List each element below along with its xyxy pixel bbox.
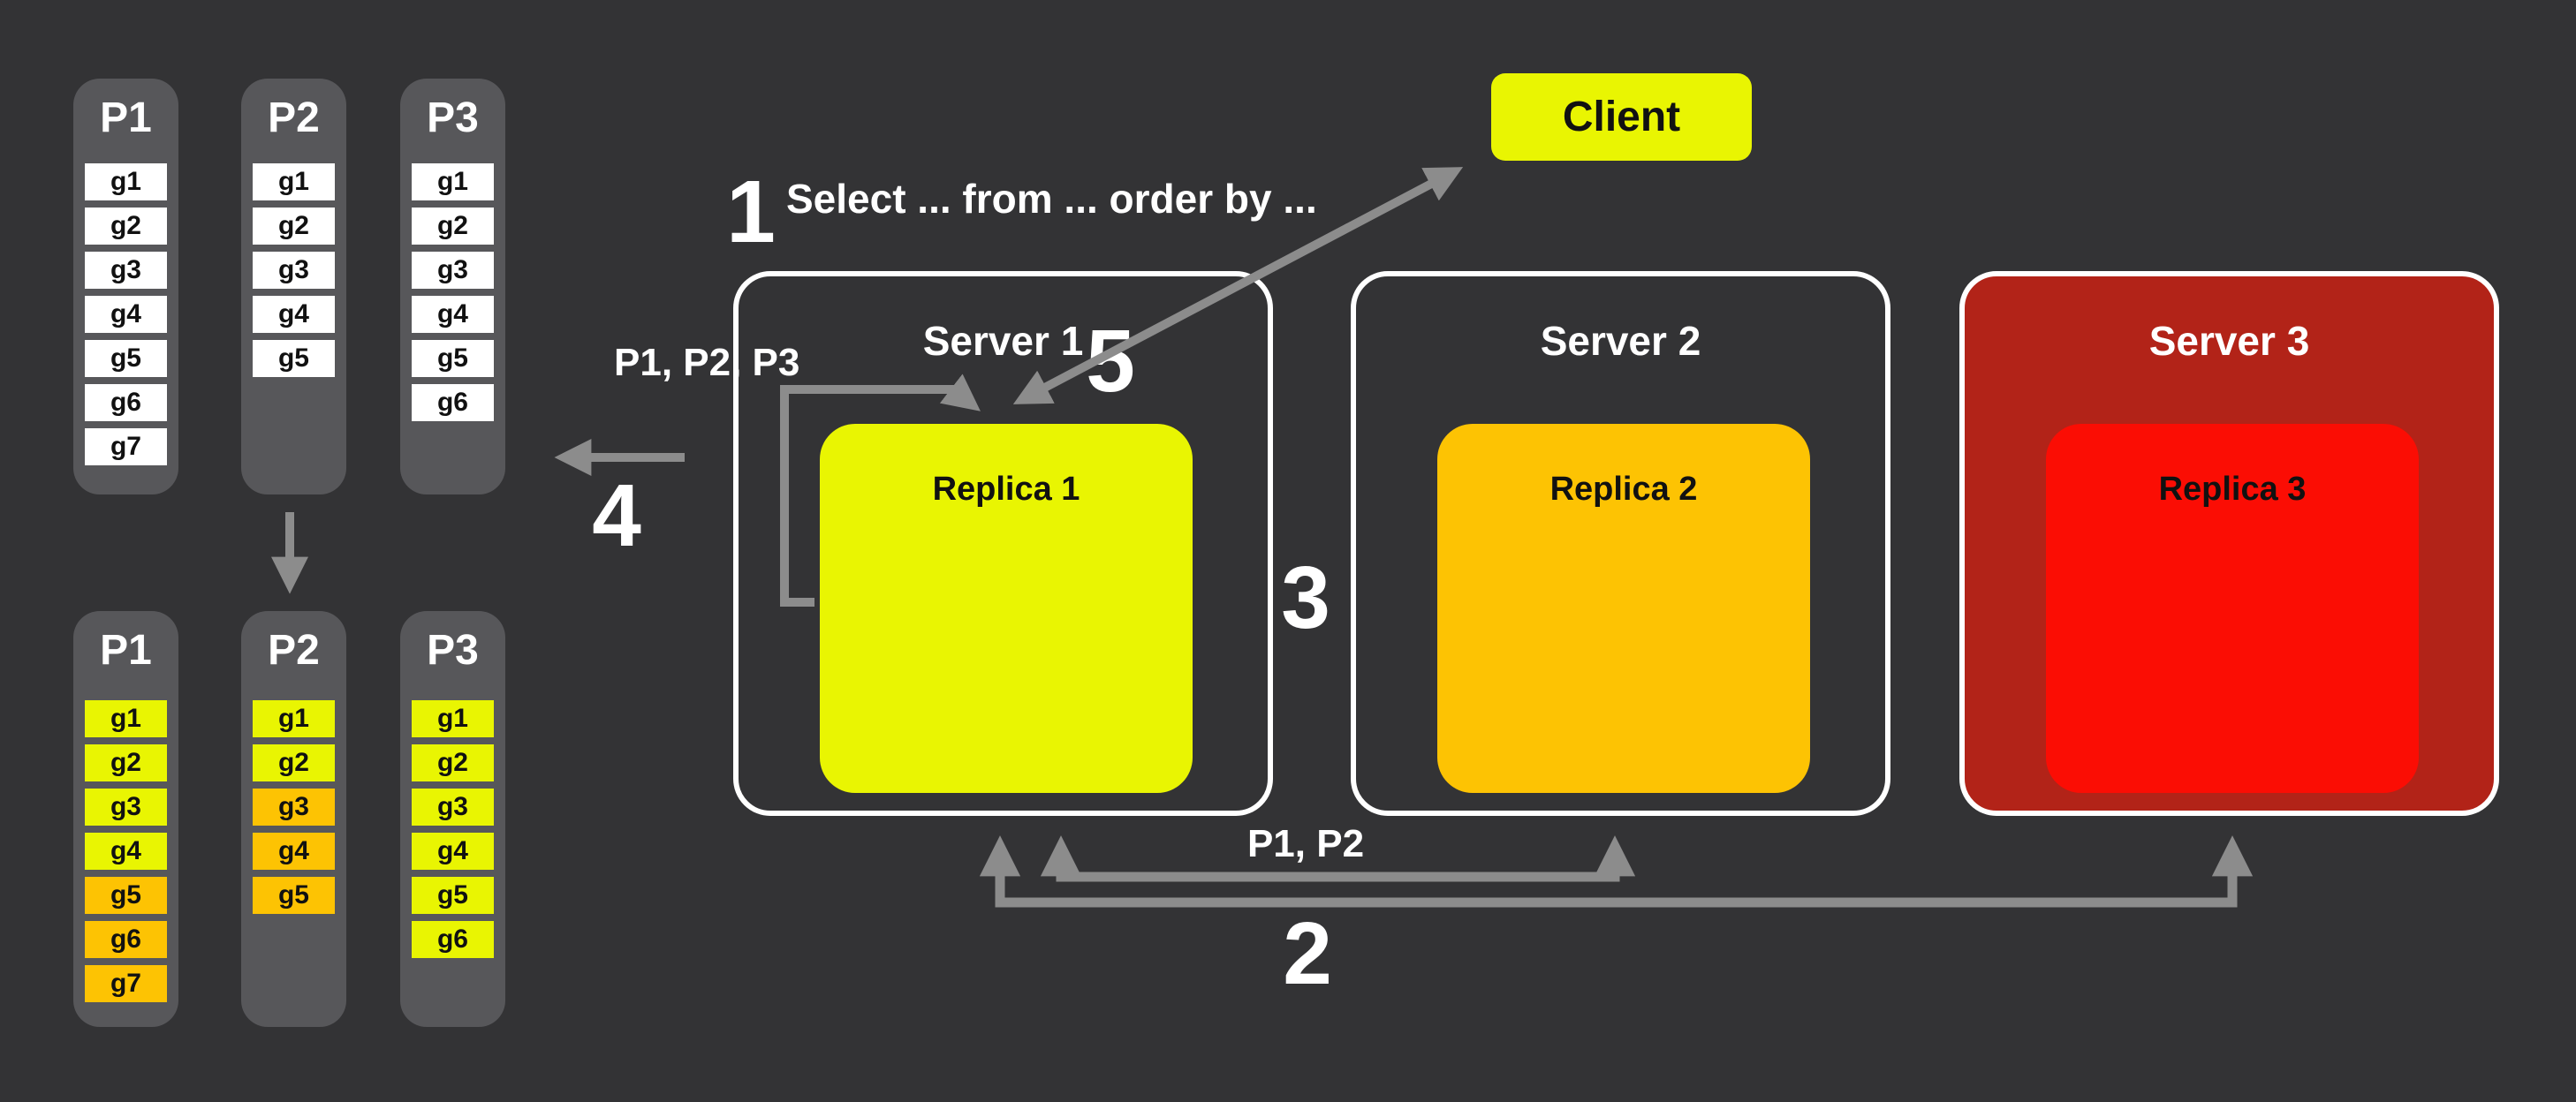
group-box: g6 bbox=[412, 921, 494, 958]
group-box: g1 bbox=[253, 700, 335, 737]
group-box: g3 bbox=[412, 789, 494, 826]
group-box: g2 bbox=[85, 208, 167, 245]
group-box: g5 bbox=[253, 877, 335, 914]
replica-label: Replica 3 bbox=[2158, 471, 2307, 508]
group-box: g3 bbox=[85, 252, 167, 289]
step-4-number: 4 bbox=[592, 466, 641, 565]
group-box: g1 bbox=[412, 163, 494, 200]
partition-label: P3 bbox=[427, 627, 479, 674]
group-box: g3 bbox=[253, 789, 335, 826]
client-box: Client bbox=[1491, 73, 1752, 161]
step-5-number: 5 bbox=[1086, 312, 1135, 411]
group-box: g3 bbox=[412, 252, 494, 289]
group-box: g3 bbox=[253, 252, 335, 289]
partition-panel-after-p1: P1 g1 g2 g3 g4 g5 g6 g7 bbox=[73, 611, 178, 1027]
step-3-number: 3 bbox=[1281, 548, 1330, 647]
group-box: g5 bbox=[85, 340, 167, 377]
replica-3-box: Replica 3 bbox=[2046, 424, 2419, 793]
step2-scatter-arrow-outer bbox=[979, 835, 2254, 908]
server-label: Server 1 bbox=[922, 318, 1084, 364]
group-box: g7 bbox=[85, 428, 167, 465]
server-1-box: Server 1 Replica 1 bbox=[733, 271, 1273, 816]
group-box: g4 bbox=[253, 833, 335, 870]
partition-label: P2 bbox=[268, 94, 320, 141]
group-box: g2 bbox=[85, 744, 167, 781]
partition-label: P1 bbox=[100, 627, 152, 674]
server-label: Server 2 bbox=[1540, 318, 1701, 364]
group-box: g3 bbox=[85, 789, 167, 826]
group-box: g2 bbox=[253, 208, 335, 245]
query-text: Select ... from ... order by ... bbox=[786, 176, 1317, 222]
partition-panel-after-p2: P2 g1 g2 g3 g4 g5 bbox=[241, 611, 346, 1027]
forward-partitions-label: P1, P2 bbox=[1246, 822, 1365, 865]
step-1-number: 1 bbox=[726, 162, 776, 261]
replica-2-box: Replica 2 bbox=[1437, 424, 1810, 793]
group-box: g1 bbox=[85, 163, 167, 200]
group-box: g1 bbox=[412, 700, 494, 737]
group-box: g4 bbox=[253, 296, 335, 333]
step-2-number: 2 bbox=[1283, 904, 1332, 1003]
group-box: g4 bbox=[85, 833, 167, 870]
replica-label: Replica 2 bbox=[1549, 471, 1698, 508]
group-box: g2 bbox=[253, 744, 335, 781]
group-box: g1 bbox=[253, 163, 335, 200]
partition-label: P3 bbox=[427, 94, 479, 141]
partition-panel-before-p3: P3 g1 g2 g3 g4 g5 g6 bbox=[400, 79, 505, 494]
group-box: g6 bbox=[85, 384, 167, 421]
partition-panel-before-p2: P2 g1 g2 g3 g4 g5 bbox=[241, 79, 346, 494]
group-box: g5 bbox=[412, 877, 494, 914]
client-label: Client bbox=[1562, 94, 1681, 140]
group-box: g2 bbox=[412, 208, 494, 245]
group-box: g4 bbox=[412, 296, 494, 333]
replica-1-box: Replica 1 bbox=[820, 424, 1193, 793]
server-3-box: Server 3 Replica 3 bbox=[1959, 271, 2499, 816]
group-box: g1 bbox=[85, 700, 167, 737]
partition-label: P2 bbox=[268, 627, 320, 674]
group-box: g6 bbox=[412, 384, 494, 421]
server-label: Server 3 bbox=[2148, 318, 2310, 364]
group-box: g6 bbox=[85, 921, 167, 958]
group-box: g4 bbox=[85, 296, 167, 333]
partition-panel-before-p1: P1 g1 g2 g3 g4 g5 g6 g7 bbox=[73, 79, 178, 494]
replica-label: Replica 1 bbox=[932, 471, 1080, 508]
group-box: g5 bbox=[412, 340, 494, 377]
group-box: g4 bbox=[412, 833, 494, 870]
group-box: g2 bbox=[412, 744, 494, 781]
route-partitions-label: P1, P2, P3 bbox=[614, 341, 800, 384]
group-box: g7 bbox=[85, 965, 167, 1002]
partition-panel-after-p3: P3 g1 g2 g3 g4 g5 g6 bbox=[400, 611, 505, 1027]
server-2-box: Server 2 Replica 2 bbox=[1351, 271, 1890, 816]
partition-label: P1 bbox=[100, 94, 152, 141]
group-box: g5 bbox=[85, 877, 167, 914]
group-box: g5 bbox=[253, 340, 335, 377]
